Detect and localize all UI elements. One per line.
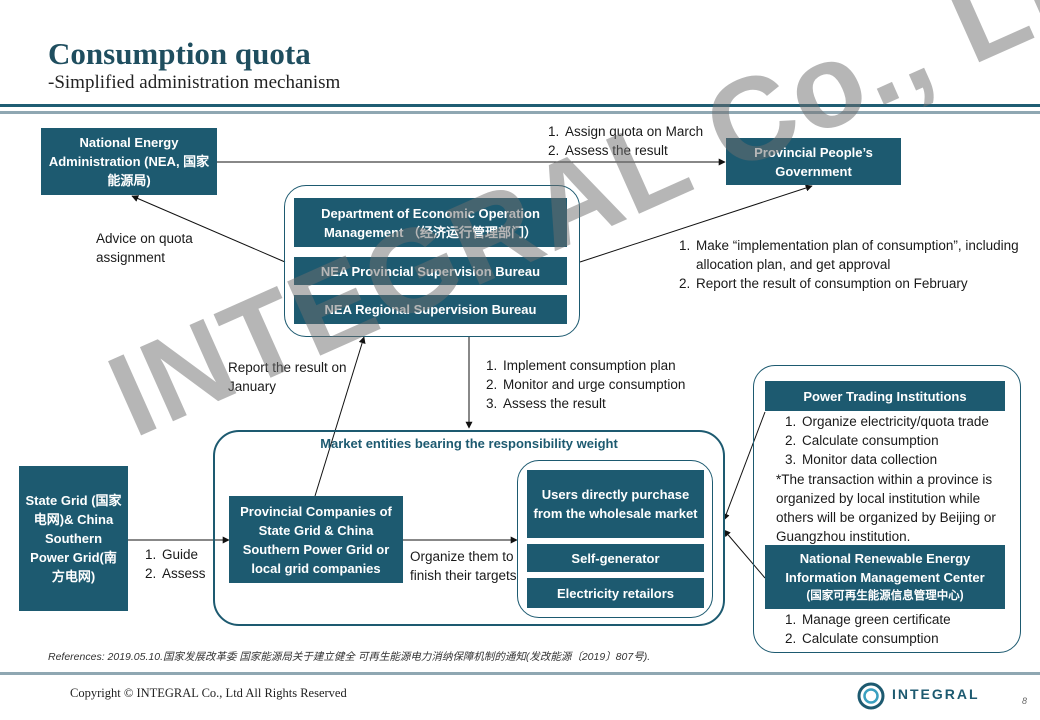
page-subtitle: -Simplified administration mechanism — [48, 72, 341, 93]
power-trading-tasks-list: Organize electricity/quota trade Calcula… — [776, 412, 1035, 469]
market-entities-border — [213, 430, 725, 626]
assign-quota-list: Assign quota on March Assess the result — [539, 122, 763, 160]
organize-them-label: Organize them to finish their targets — [410, 549, 517, 583]
nrei-task-item: Calculate consumption — [800, 629, 1035, 648]
power-trading-box: Power Trading Institutions — [765, 381, 1005, 411]
report-january-label: Report the result on January — [228, 360, 347, 394]
power-trading-task-item: Calculate consumption — [800, 431, 1035, 450]
guide-assess-item: Assess — [160, 564, 250, 583]
electricity-retailors-box: Electricity retailors — [527, 578, 704, 608]
guide-assess-list: Guide Assess — [136, 545, 250, 583]
implement-item: Assess the result — [501, 394, 761, 413]
market-entities-title: Market entities bearing the responsibili… — [320, 436, 618, 451]
nea-provincial-bureau-box: NEA Provincial Supervision Bureau — [294, 257, 567, 285]
nrei-center-box: National Renewable Energy Information Ma… — [765, 545, 1005, 609]
supervision-group-border — [284, 185, 580, 337]
copyright-text: Copyright © INTEGRAL Co., Ltd All Rights… — [70, 686, 347, 700]
footer-rule — [0, 672, 1040, 675]
provincial-companies-box: Provincial Companies of State Grid & Chi… — [229, 496, 403, 583]
page-number: 8 — [1022, 696, 1028, 706]
market-users-group-border — [517, 460, 713, 618]
dept-econ-box: Department of Economic Operation Managem… — [294, 198, 567, 247]
nea-regional-bureau-box: NEA Regional Supervision Bureau — [294, 295, 567, 324]
implement-list: Implement consumption plan Monitor and u… — [477, 356, 761, 413]
guide-assess-item: Guide — [160, 545, 250, 564]
self-generator-box: Self-generator — [527, 544, 704, 572]
arrow-report-to-supervision — [314, 336, 366, 497]
nea-box: National Energy Administration (NEA, 国家能… — [41, 128, 217, 195]
power-trading-task-item: Organize electricity/quota trade — [800, 412, 1035, 431]
assign-quota-item: Assign quota on March — [563, 122, 763, 141]
references-text: References: 2019.05.10.国家发展改革委 国家能源局关于建立… — [48, 651, 651, 663]
arrow-advice-to-nea — [131, 195, 286, 263]
make-plan-item: Report the result of consumption on Febr… — [694, 274, 1039, 293]
nrei-tasks-list: Manage green certificate Calculate consu… — [776, 610, 1035, 648]
state-grid-box: State Grid (国家电网)& China Southern Power … — [19, 466, 128, 611]
assign-quota-item: Assess the result — [563, 141, 763, 160]
integral-logo-icon — [857, 682, 885, 710]
users-wholesale-box: Users directly purchase from the wholesa… — [527, 470, 704, 538]
make-plan-list: Make “implementation plan of consumption… — [670, 236, 1039, 293]
power-trading-task-item: Monitor data collection — [800, 450, 1035, 469]
implement-item: Implement consumption plan — [501, 356, 761, 375]
integral-logo-text: INTEGRAL — [892, 686, 980, 702]
header-rule-dark — [0, 104, 1040, 107]
make-plan-item: Make “implementation plan of consumption… — [694, 236, 1039, 274]
page-title: Consumption quota — [48, 36, 311, 71]
institutions-group-border — [753, 365, 1021, 653]
header-rule-light — [0, 111, 1040, 114]
nrei-task-item: Manage green certificate — [800, 610, 1035, 629]
provincial-gov-box: Provincial People’s Government — [726, 138, 901, 185]
arrow-nrei-to-market — [723, 529, 766, 579]
arrow-supervision-to-provincial-gov — [579, 184, 813, 263]
transaction-note: *The transaction within a province is or… — [776, 472, 996, 544]
arrow-trading-to-market — [722, 411, 766, 521]
nrei-center-name: National Renewable Energy Information Ma… — [785, 550, 985, 585]
advice-quota-label: Advice on quota assignment — [96, 231, 193, 265]
implement-item: Monitor and urge consumption — [501, 375, 761, 394]
nrei-center-chinese-name: (国家可再生能源信息管理中心) — [806, 589, 964, 602]
